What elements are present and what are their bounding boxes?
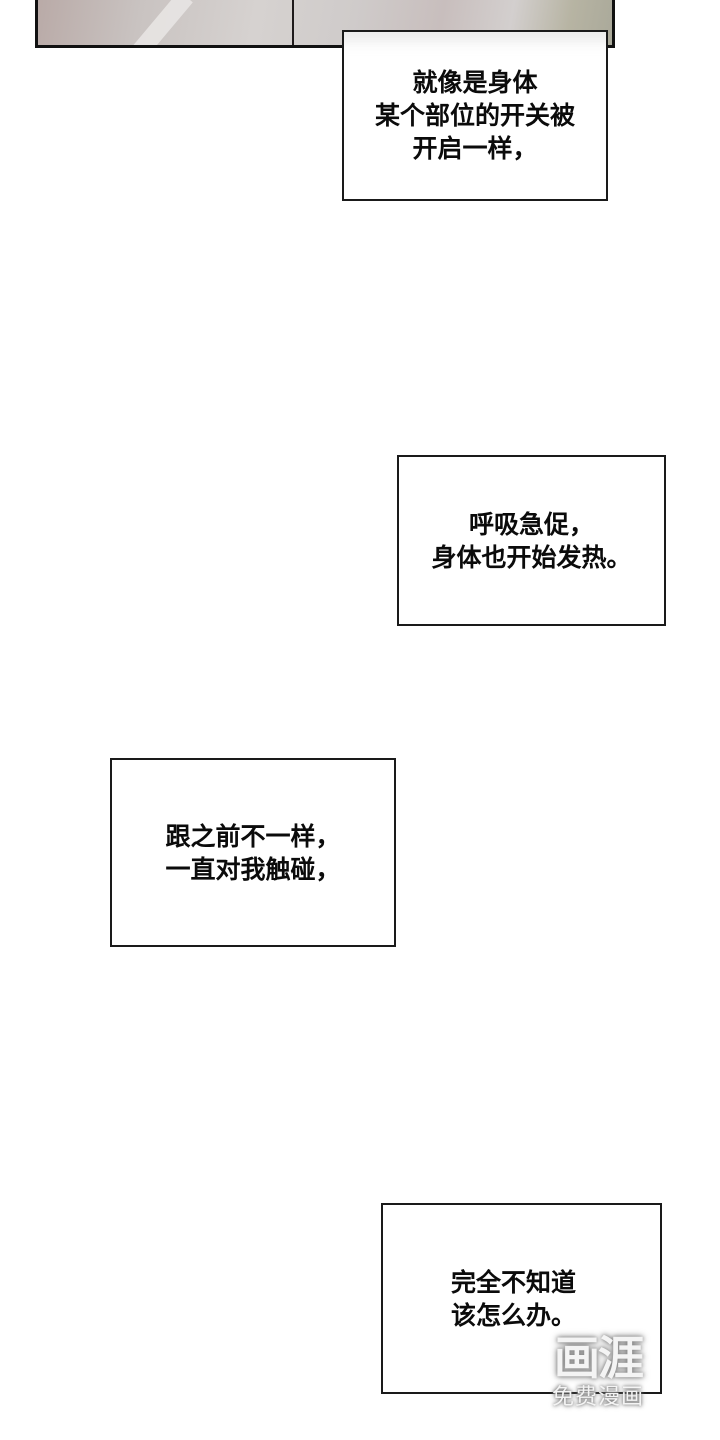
panel-art-streak — [121, 0, 193, 45]
caption-line: 完全不知道 — [451, 1267, 577, 1297]
caption-line: 就像是身体 — [412, 68, 538, 97]
caption-box-3: 跟之前不一样， 一直对我触碰， — [110, 758, 396, 947]
caption-line: 某个部位的开关被 — [374, 101, 575, 130]
caption-line: 跟之前不一样， — [165, 821, 341, 851]
caption-line: 开启一样， — [412, 134, 538, 163]
caption-line: 呼吸急促， — [468, 509, 594, 539]
caption-line: 一直对我触碰， — [165, 854, 341, 884]
panel-art-line — [292, 0, 294, 45]
caption-box-1: 就像是身体 某个部位的开关被 开启一样， — [342, 30, 608, 201]
caption-box-2: 呼吸急促， 身体也开始发热。 — [397, 455, 666, 626]
caption-line: 身体也开始发热。 — [431, 542, 632, 572]
caption-line: 该怎么办。 — [451, 1300, 577, 1330]
comic-panel-image — [35, 0, 615, 48]
caption-box-4: 完全不知道 该怎么办。 — [381, 1203, 662, 1394]
